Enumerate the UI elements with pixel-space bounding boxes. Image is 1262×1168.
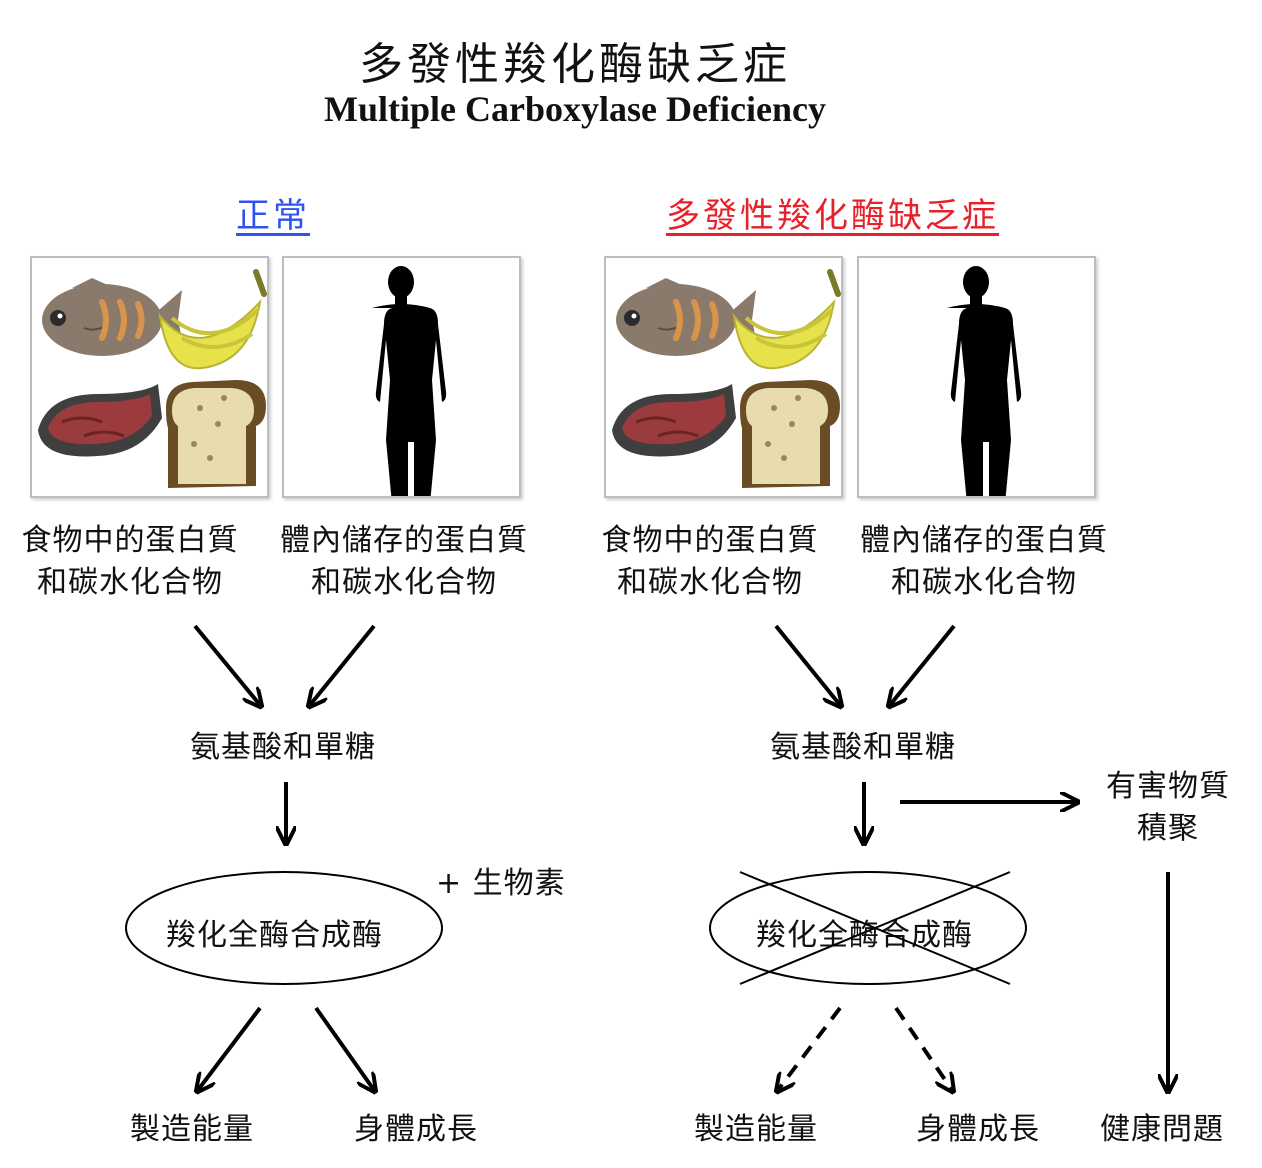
amino-label-disease: 氨基酸和單糖 bbox=[770, 730, 956, 765]
arrow-enzyme-to-energy-disease bbox=[778, 1006, 842, 1090]
heading-disease: 多發性羧化酶缺乏症 bbox=[666, 196, 999, 236]
panel-food-normal bbox=[30, 256, 269, 498]
arrow-enzyme-to-growth-normal bbox=[314, 1006, 374, 1090]
enzyme-ellipse-normal bbox=[125, 871, 443, 985]
heading-normal: 正常 bbox=[236, 196, 310, 236]
arrow-food-to-amino-normal bbox=[193, 624, 260, 705]
title-chinese: 多發性羧化酶缺乏症 bbox=[359, 39, 791, 90]
outcome-energy-disease: 製造能量 bbox=[694, 1112, 818, 1147]
enzyme-crossout bbox=[739, 871, 1011, 985]
panel-food-disease bbox=[604, 256, 843, 498]
caption-line: 和碳水化合物 bbox=[891, 565, 1077, 600]
biotin-label: + 生物素 bbox=[436, 866, 566, 901]
caption-food-normal: 食物中的蛋白質 和碳水化合物 bbox=[10, 520, 250, 604]
caption-line: 食物中的蛋白質 bbox=[21, 523, 239, 558]
caption-food-disease: 食物中的蛋白質 和碳水化合物 bbox=[590, 520, 830, 604]
outcome-health-disease: 健康問題 bbox=[1100, 1112, 1224, 1147]
caption-line: 和碳水化合物 bbox=[311, 565, 497, 600]
arrow-body-to-amino-normal bbox=[310, 624, 376, 705]
caption-line: 體內儲存的蛋白質 bbox=[280, 523, 528, 558]
outcome-growth-disease: 身體成長 bbox=[916, 1112, 1040, 1147]
arrow-body-to-amino-disease bbox=[890, 624, 956, 705]
outcome-energy-normal: 製造能量 bbox=[130, 1112, 254, 1147]
arrow-food-to-amino-disease bbox=[774, 624, 840, 705]
enzyme-label-normal: 羧化全酶合成酶 bbox=[166, 918, 383, 953]
enzyme-ellipse-disease bbox=[709, 871, 1027, 985]
toxic-line: 積聚 bbox=[1137, 811, 1199, 846]
outcome-growth-normal: 身體成長 bbox=[354, 1112, 478, 1147]
toxic-label: 有害物質 積聚 bbox=[1098, 766, 1238, 850]
arrow-enzyme-to-energy-normal bbox=[198, 1006, 262, 1090]
caption-line: 和碳水化合物 bbox=[617, 565, 803, 600]
caption-line: 食物中的蛋白質 bbox=[601, 523, 819, 558]
caption-body-normal: 體內儲存的蛋白質 和碳水化合物 bbox=[268, 520, 540, 604]
toxic-line: 有害物質 bbox=[1106, 769, 1230, 804]
caption-line: 和碳水化合物 bbox=[37, 565, 223, 600]
caption-line: 體內儲存的蛋白質 bbox=[860, 523, 1108, 558]
panel-body-disease bbox=[857, 256, 1096, 498]
amino-label-normal: 氨基酸和單糖 bbox=[190, 730, 376, 765]
arrow-enzyme-to-growth-disease bbox=[894, 1006, 952, 1090]
panel-body-normal bbox=[282, 256, 521, 498]
title-english: Multiple Carboxylase Deficiency bbox=[324, 89, 826, 129]
caption-body-disease: 體內儲存的蛋白質 和碳水化合物 bbox=[848, 520, 1120, 604]
